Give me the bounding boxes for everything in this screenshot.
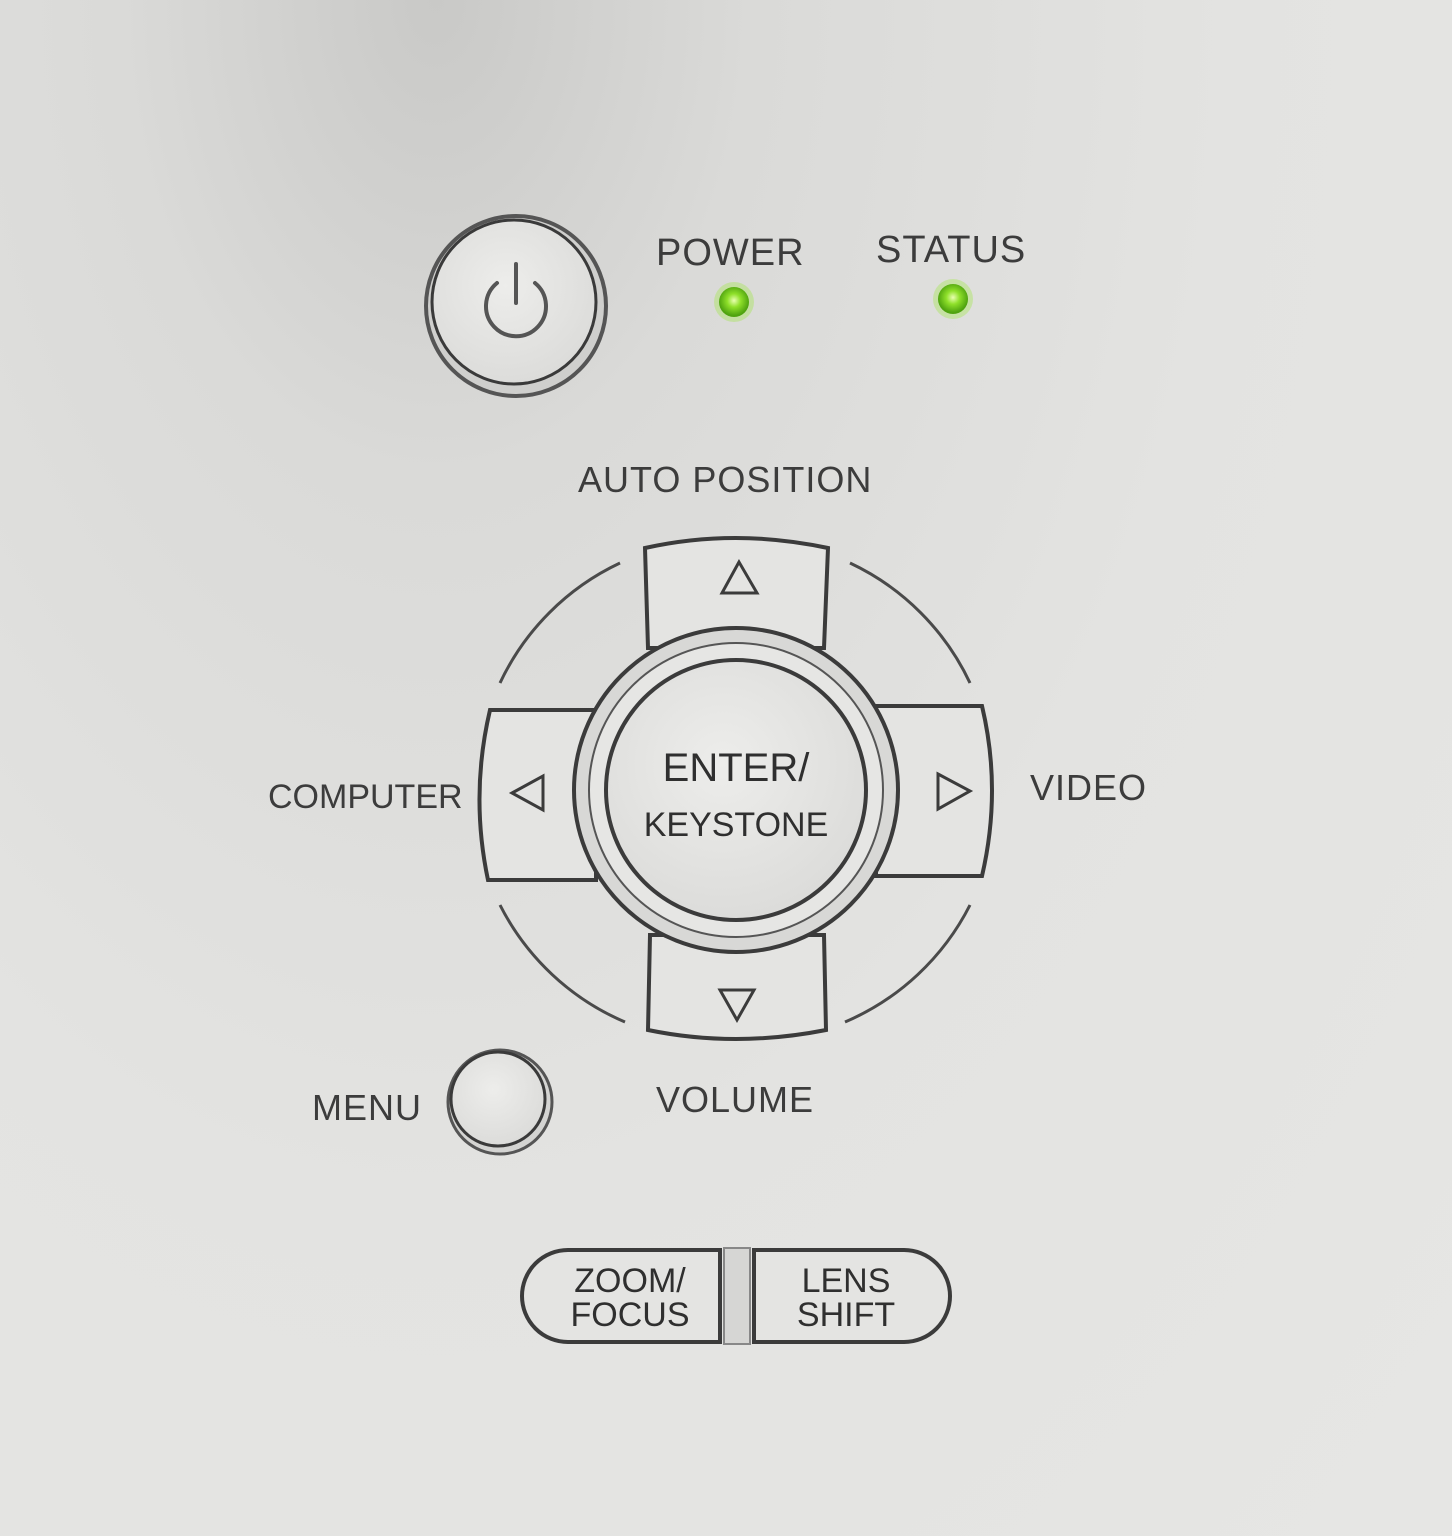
status-label: STATUS <box>876 229 1027 271</box>
status-led <box>933 279 973 319</box>
shift-label: SHIFT <box>796 1296 896 1334</box>
enter-keystone-button[interactable] <box>572 626 900 954</box>
power-label: POWER <box>656 232 805 274</box>
auto-position-label: AUTO POSITION <box>578 459 873 500</box>
lens-label: LENS <box>801 1262 891 1300</box>
triangle-right-icon <box>936 771 974 812</box>
right-button[interactable] <box>874 704 994 878</box>
lens-button-divider <box>723 1247 751 1345</box>
focus-label: FOCUS <box>570 1296 690 1334</box>
keystone-label: KEYSTONE <box>643 806 829 844</box>
power-icon <box>484 262 548 339</box>
dpad-ring <box>498 561 972 1024</box>
video-label: VIDEO <box>1030 767 1148 808</box>
menu-label: MENU <box>312 1087 422 1128</box>
triangle-left-icon <box>508 773 545 813</box>
menu-button[interactable] <box>446 1048 554 1156</box>
triangle-up-icon <box>719 558 760 595</box>
left-button[interactable] <box>477 708 598 882</box>
zoom-focus-button[interactable] <box>520 1248 722 1344</box>
triangle-down-icon <box>717 988 757 1024</box>
up-button[interactable] <box>642 536 831 650</box>
power-button[interactable] <box>424 214 608 398</box>
power-led <box>714 282 754 322</box>
zoom-label: ZOOM/ <box>574 1262 686 1300</box>
enter-label: ENTER/ <box>662 746 810 790</box>
computer-label: COMPUTER <box>268 778 463 816</box>
down-button[interactable] <box>645 933 829 1041</box>
lens-shift-button[interactable] <box>752 1248 952 1344</box>
volume-label: VOLUME <box>656 1079 815 1120</box>
